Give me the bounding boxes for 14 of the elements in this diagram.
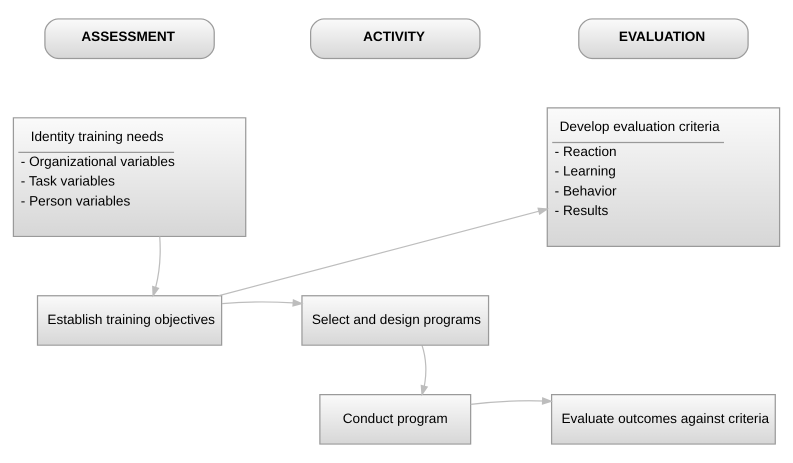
node-box: ACTIVITY [310, 18, 481, 60]
node-box: Evaluate outcomes against criteria [550, 394, 776, 445]
arrow [420, 345, 428, 396]
arrow [222, 299, 304, 307]
node-box: Develop evaluation criteria - Reaction - Learning - Behavior - Results [546, 107, 780, 247]
arrow [152, 236, 161, 298]
node-box: Select and design programs [301, 295, 490, 346]
arrow [218, 208, 550, 296]
node-box: ASSESSMENT [44, 18, 215, 60]
arrow [470, 397, 554, 405]
node-box: Establish training objectives [36, 295, 222, 346]
node-box: Identity training needs - Organizational variables - Task variables - Person variables [12, 117, 246, 238]
node-box: EVALUATION [578, 18, 749, 60]
node-box: Conduct program [319, 394, 472, 445]
